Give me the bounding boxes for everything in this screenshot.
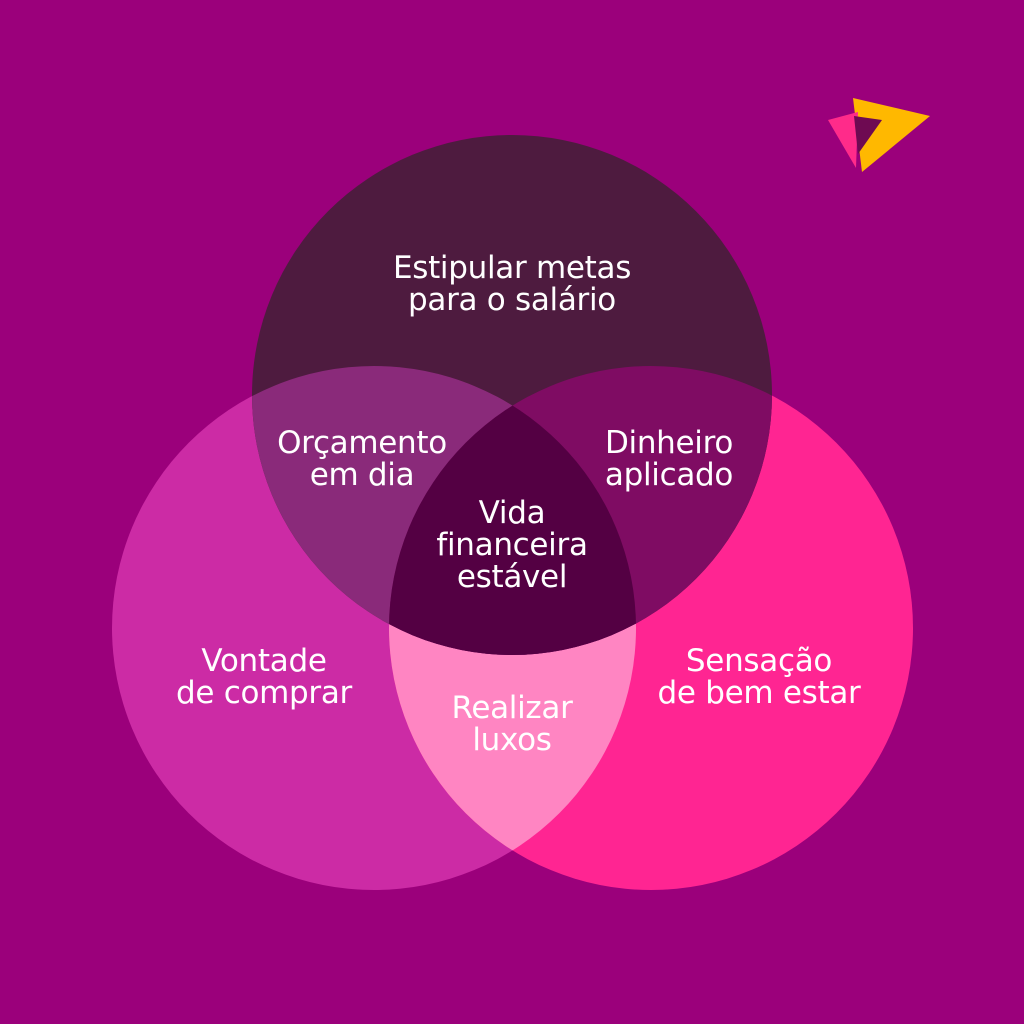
label-top-left: Orçamento em dia — [277, 425, 447, 493]
label-bottom: Realizar luxos — [451, 690, 573, 758]
label-top-right: Dinheiro aplicado — [604, 425, 734, 493]
brand-logo-icon — [828, 98, 930, 172]
label-top: Estipular metas para o salário — [392, 250, 632, 318]
overlap-center — [389, 366, 636, 655]
label-center: Vida financeira estável — [436, 495, 588, 595]
label-right: Sensação de bem estar — [657, 643, 861, 711]
label-left: Vontade de comprar — [176, 643, 352, 711]
